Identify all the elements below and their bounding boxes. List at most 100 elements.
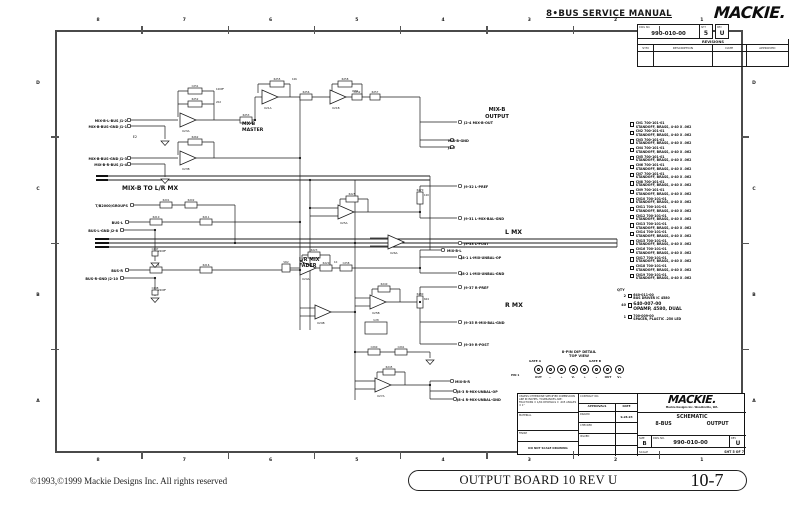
approval-label-cell xyxy=(579,445,616,456)
revisions-cell xyxy=(747,52,788,66)
zone-col-label: 5 xyxy=(355,458,359,463)
approval-label-cell: ISSUED xyxy=(579,434,616,445)
zone-tick xyxy=(572,26,574,34)
tolerance-notes: UNLESS OTHERWISE SPECIFIED DIMENSIONS AR… xyxy=(518,394,579,413)
zone-tick xyxy=(51,348,59,351)
dip-pin-label: OUT xyxy=(604,374,612,379)
dip-pin xyxy=(568,364,578,374)
part-desc-line: STANDOFF, BRASS, 4-40 X .062 xyxy=(635,225,692,230)
revisions-column-header: DATE xyxy=(713,45,747,51)
zone-tick xyxy=(658,451,661,459)
manual-title: 8•BUS SERVICE MANUAL xyxy=(546,9,672,19)
part-ref-line: CN10 700-101-01 xyxy=(635,196,667,201)
qty-part-line: 640-007-00 xyxy=(633,301,662,307)
part-checkbox xyxy=(630,139,635,144)
qty-checkbox xyxy=(627,303,632,308)
dwg-no-value: 990-010-00 xyxy=(651,31,686,37)
approval-label: ISSUED xyxy=(580,434,590,438)
part-checkbox xyxy=(630,265,635,270)
revisions-cell xyxy=(713,52,747,66)
part-desc-line: STANDOFF, BRASS, 4-40 X .062 xyxy=(635,259,692,264)
finish-cell: FINISH xyxy=(518,431,579,442)
sheet-value: 5 xyxy=(703,30,709,37)
revisions-column-header: SYM xyxy=(638,45,654,51)
zone-tick xyxy=(658,26,661,34)
zone-tick xyxy=(141,26,143,34)
dip-pin-label: V- xyxy=(571,374,575,379)
dip-pin xyxy=(591,364,601,374)
part-desc-line: STANDOFF, BRASS, 4-40 X .062 xyxy=(635,158,692,163)
zone-col-label: 5 xyxy=(355,18,359,23)
zone-col-label: 3 xyxy=(527,458,531,463)
part-checkbox xyxy=(630,240,635,245)
part-checkbox xyxy=(630,273,635,279)
part-ref-line: CN15 700-101-01 xyxy=(635,238,667,243)
mackie-logo-tagline: Mackie Designs Inc. Woodinville, WA. xyxy=(665,405,719,409)
part-ref-line: CN13 700-101-01 xyxy=(635,222,667,227)
size-value: B xyxy=(642,441,647,447)
dip-pin xyxy=(615,364,625,374)
dip-title: 8-PIN DIP DETAIL xyxy=(561,350,597,354)
approval-label: CHECKED xyxy=(580,423,593,427)
qty-count: 1 xyxy=(623,314,626,319)
part-desc-line: STANDOFF, BRASS, 4-40 X .062 xyxy=(635,276,692,281)
zone-col-label: 6 xyxy=(269,18,273,23)
mackie-logo-header: MACKIE. xyxy=(712,3,786,22)
dip-pin xyxy=(603,364,613,374)
dip-pin-label: + xyxy=(583,374,587,379)
doc-title-cell: SCHEMATIC 8-BUS OUTPUT xyxy=(638,413,746,436)
sheet-box: SHT 5 xyxy=(700,24,713,39)
part-desc-line: STANDOFF, BRASS, 4-40 X .062 xyxy=(635,217,692,222)
part-checkbox xyxy=(630,206,635,211)
part-checkbox xyxy=(630,248,635,254)
dip-pin-label: - xyxy=(549,374,551,379)
part-checkbox xyxy=(630,164,635,169)
part-ref-line: CN1 700-101-01 xyxy=(635,121,665,125)
revisions-column-header: DESCRIPTION xyxy=(654,45,713,51)
part-ref-line: CN18 700-101-01 xyxy=(635,264,667,269)
tb-rev-label: REV xyxy=(731,436,737,440)
date-label: DATE xyxy=(622,404,631,408)
dwg-cell: DWG NO. 990-010-00 xyxy=(652,436,730,447)
qty-desc-line: BUS DRIVER IC 4580 xyxy=(633,296,670,301)
zone-row-label: D xyxy=(36,80,40,86)
dip-pin xyxy=(545,364,555,374)
doc-subtitle: 8-BUS OUTPUT xyxy=(638,422,746,427)
part-ref-line: CN3 700-101-01 xyxy=(635,137,665,142)
dip-pin xyxy=(557,364,567,374)
dip-pin-row xyxy=(513,364,645,374)
revisions-empty-row xyxy=(637,52,789,67)
scale-label: SCALE xyxy=(639,450,648,454)
part-desc-line: STANDOFF, BRASS, 4-40 X .062 xyxy=(635,132,692,137)
part-ref-line: CN2 700-101-01 xyxy=(635,129,665,134)
dip-pin-label: V+ xyxy=(617,374,622,379)
qty-checkbox xyxy=(627,293,632,299)
part-desc-line: STANDOFF, BRASS, 4-40 X .062 xyxy=(635,250,692,255)
dip-pin-dot xyxy=(594,367,598,371)
gate-b-label: GATE B xyxy=(589,358,601,363)
part-checkbox xyxy=(630,130,635,136)
approval-label-cell: DRAWN xyxy=(579,412,616,423)
zone-tick xyxy=(741,242,749,244)
doc-type: SCHEMATIC xyxy=(676,415,708,420)
zone-tick xyxy=(400,451,402,459)
footer-board-title: OUTPUT BOARD 10 REV U xyxy=(459,473,618,487)
dip-pin-dot xyxy=(571,367,575,371)
